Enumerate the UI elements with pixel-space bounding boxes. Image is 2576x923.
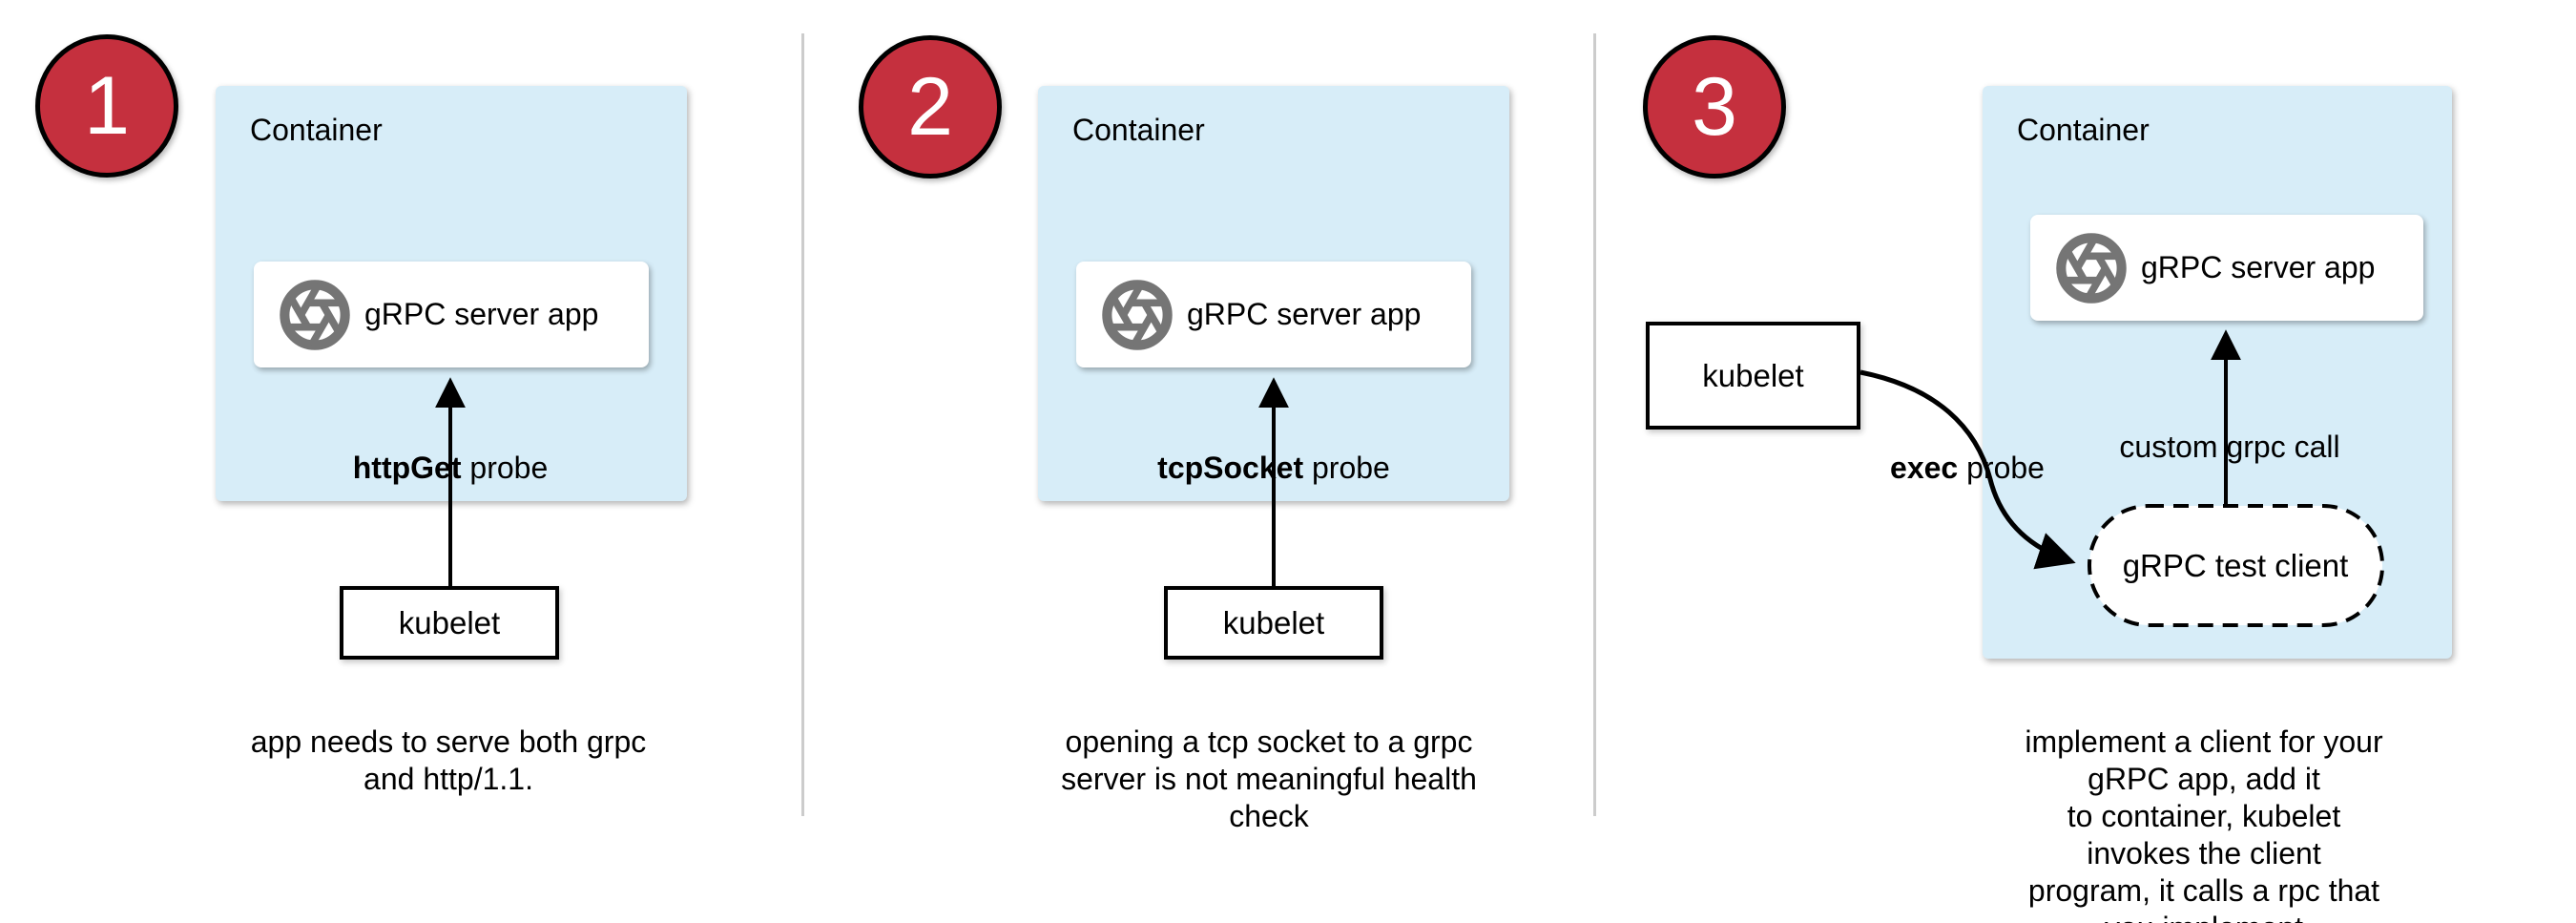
- kubelet-label-3: kubelet: [1702, 357, 1804, 393]
- step-1-number: 1: [84, 59, 130, 152]
- kubelet-label-2: kubelet: [1222, 604, 1325, 640]
- caption-2: opening a tcp socket to a grpc server is…: [1061, 724, 1477, 833]
- grpc-server-app-label-1: gRPC server app: [364, 297, 599, 331]
- step-2-number: 2: [907, 60, 953, 153]
- grpc-server-app-label-2: gRPC server app: [1187, 297, 1422, 331]
- step-1-badge: 1: [35, 34, 178, 178]
- grpc-server-app-box-3: gRPC server app: [2030, 215, 2423, 321]
- container-label-1: Container: [250, 113, 383, 147]
- container-label-2: Container: [1072, 113, 1205, 147]
- custom-grpc-call-label: custom grpc call: [2119, 430, 2340, 464]
- grpc-aperture-icon: [2056, 232, 2127, 304]
- panel-divider-1: [801, 33, 804, 816]
- container-label-3: Container: [2017, 113, 2150, 147]
- grpc-server-app-box-2: gRPC server app: [1076, 262, 1471, 367]
- kubelet-label-1: kubelet: [398, 604, 501, 640]
- grpc-test-client-label: gRPC test client: [2122, 548, 2349, 583]
- kubelet-box-3: kubelet: [1646, 322, 1860, 430]
- caption-1: app needs to serve both grpc and http/1.…: [250, 724, 647, 796]
- kubelet-box-2: kubelet: [1164, 586, 1383, 660]
- grpc-server-app-label-3: gRPC server app: [2141, 250, 2376, 284]
- tcpsocket-probe-label: tcpSocket probe: [1157, 451, 1390, 485]
- step-3-badge: 3: [1643, 35, 1786, 178]
- grpc-server-app-box-1: gRPC server app: [254, 262, 649, 367]
- step-3-number: 3: [1692, 60, 1737, 153]
- httpget-probe-label: httpGet probe: [352, 451, 549, 485]
- step-2-badge: 2: [859, 35, 1002, 178]
- panel-divider-2: [1593, 33, 1596, 816]
- caption-3: implement a client for your gRPC app, ad…: [2025, 724, 2383, 923]
- grpc-aperture-icon: [1102, 279, 1173, 350]
- grpc-aperture-icon: [280, 279, 350, 350]
- kubelet-box-1: kubelet: [340, 586, 559, 660]
- exec-probe-label: exec probe: [1890, 451, 2045, 485]
